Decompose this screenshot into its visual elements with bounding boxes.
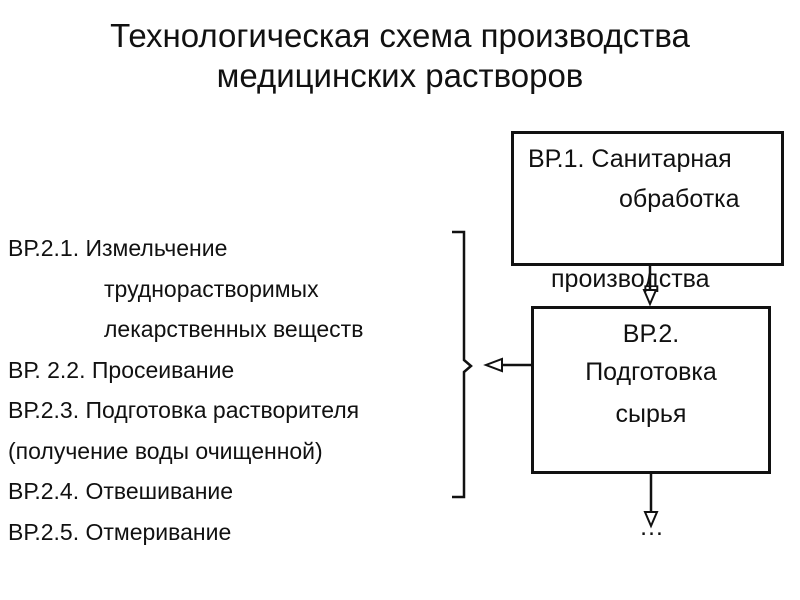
list-item-2-3-line-2: (получение воды очищенной) xyxy=(8,437,323,464)
continuation-ellipsis: … xyxy=(639,513,664,541)
list-item-2-1-line-1: ВР.2.1. Измельчение xyxy=(8,235,228,261)
box2-line-3: сырья xyxy=(615,400,687,428)
box1-line-1: ВР.1. Санитарная xyxy=(528,145,732,173)
arrowhead-box2-to-list xyxy=(483,357,503,373)
list-item-2-3-line-1: ВР.2.3. Подготовка растворителя xyxy=(8,397,360,423)
list-item-2-1-line-2: труднорастворимых xyxy=(104,275,319,302)
list-item-2-2: ВР. 2.2. Просеивание xyxy=(8,356,235,383)
list-item-2-5: ВР.2.5. Отмеривание xyxy=(8,518,232,545)
diagram-title: Технологическая схема производства медиц… xyxy=(0,16,800,96)
list-item-2-4: ВР.2.4. Отвешивание xyxy=(8,478,234,504)
box2-line-2: Подготовка xyxy=(585,358,717,386)
title-line-2: медицинских растворов xyxy=(216,57,584,94)
box2-line-1: ВР.2. xyxy=(622,320,680,348)
overlap-text: производства xyxy=(551,265,710,293)
arrowhead-box2-down xyxy=(643,511,659,529)
box-raw-material-preparation: ВР.2. Подготовка сырья xyxy=(531,306,771,474)
box1-line-2: обработка xyxy=(619,185,740,213)
subprocess-list: ВР.2.1. Измельчение труднорастворимых ле… xyxy=(8,228,363,552)
list-item-2-1-line-3: лекарственных веществ xyxy=(104,316,364,342)
list-bracket xyxy=(452,230,473,499)
box-sanitary-processing: ВР.1. Санитарная обработка xyxy=(511,131,784,266)
arrowhead-box1-to-box2 xyxy=(642,289,658,307)
title-line-1: Технологическая схема производства xyxy=(110,17,690,54)
